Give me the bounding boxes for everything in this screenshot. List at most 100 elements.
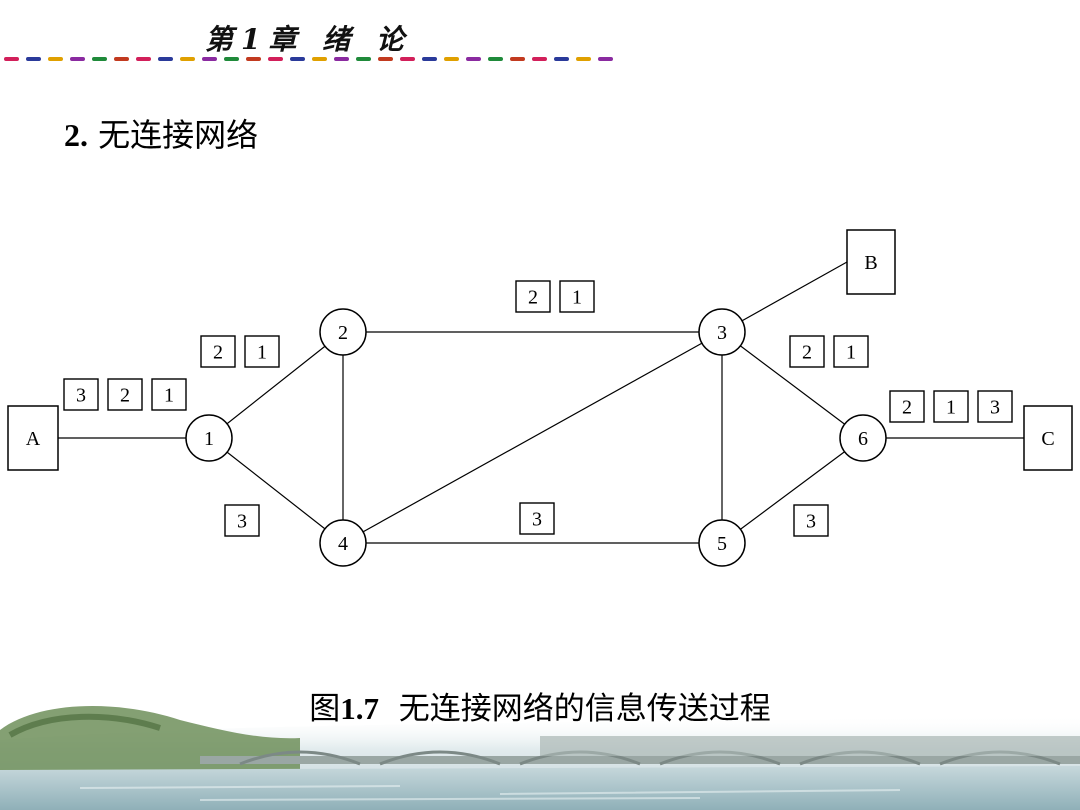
packet-group-a-1: 3 2 1 [63, 378, 187, 411]
packet-label: 3 [532, 509, 542, 531]
dash-segment [246, 57, 261, 61]
dash-segment [268, 57, 283, 61]
packet-box [63, 378, 99, 411]
packet-label: 1 [257, 342, 267, 364]
host-a: A [7, 405, 59, 471]
packet-box [933, 390, 969, 423]
link-3-B [721, 261, 848, 333]
packet-box [515, 280, 551, 313]
dash-segment [202, 57, 217, 61]
packet-label: 1 [846, 342, 856, 364]
dash-segment [532, 57, 547, 61]
caption-prefix: 图 [309, 691, 341, 727]
packet-box [151, 378, 187, 411]
dash-segment [114, 57, 129, 61]
host-c: C [1023, 405, 1073, 471]
router-node-1: 1 [185, 414, 233, 462]
host-label: B [864, 252, 877, 274]
packet-box [224, 504, 260, 537]
router-node-4: 4 [319, 519, 367, 567]
packet-label: 2 [213, 342, 223, 364]
link-1-4 [208, 437, 344, 544]
decorative-dash-line [4, 57, 613, 61]
dash-segment [312, 57, 327, 61]
dash-segment [488, 57, 503, 61]
node-label: 1 [204, 428, 214, 450]
packet-box [793, 504, 829, 537]
packet-group-5-6: 3 [793, 504, 829, 537]
packet-group-6-c: 2 1 3 [889, 390, 1013, 423]
dash-segment [224, 57, 239, 61]
packet-label: 1 [164, 385, 174, 407]
dash-segment [136, 57, 151, 61]
router-node-3: 3 [698, 308, 746, 356]
packet-label: 1 [946, 397, 956, 419]
section-heading: 2. 无连接网络 [64, 110, 258, 156]
packet-box [244, 335, 280, 368]
dash-segment [444, 57, 459, 61]
node-label: 3 [717, 322, 727, 344]
hosts-layer: A B C [7, 229, 1073, 471]
dash-segment [554, 57, 569, 61]
dash-segment [158, 57, 173, 61]
dash-segment [92, 57, 107, 61]
packet-label: 2 [528, 287, 538, 309]
packet-group-1-4: 3 [224, 504, 260, 537]
chapter-title: 第1章 绪 论 [205, 23, 412, 56]
packet-label: 1 [572, 287, 582, 309]
packet-group-4-5: 3 [519, 502, 555, 535]
caption-number: 1.7 [340, 691, 380, 726]
packet-label: 3 [237, 511, 247, 533]
packet-label: 2 [120, 385, 130, 407]
section-title: 无连接网络 [98, 116, 259, 154]
dash-segment [70, 57, 85, 61]
packet-label: 3 [76, 385, 86, 407]
packet-label: 2 [902, 397, 912, 419]
packet-box [200, 335, 236, 368]
packet-box [977, 390, 1013, 423]
node-label: 5 [717, 533, 727, 555]
dash-segment [290, 57, 305, 61]
dash-segment [510, 57, 525, 61]
caption-text: 无连接网络的信息传送过程 [398, 691, 771, 727]
link-5-6 [721, 437, 864, 544]
packet-label: 2 [802, 342, 812, 364]
links-layer [58, 261, 1024, 544]
packet-label: 3 [990, 397, 1000, 419]
dash-segment [356, 57, 371, 61]
dash-segment [4, 57, 19, 61]
link-4-3 [342, 331, 723, 544]
figure-caption: 图1.7 无连接网络的信息传送过程 [0, 683, 1080, 728]
node-label: 2 [338, 322, 348, 344]
packet-box [559, 280, 595, 313]
host-b: B [846, 229, 896, 295]
dash-segment [400, 57, 415, 61]
nodes-layer: 1 2 3 4 5 6 [185, 308, 887, 567]
section-number: 2. [64, 117, 88, 153]
packet-box [833, 335, 869, 368]
dash-segment [598, 57, 613, 61]
router-node-2: 2 [319, 308, 367, 356]
packet-label: 3 [806, 511, 816, 533]
host-label: C [1041, 428, 1054, 450]
link-1-2 [208, 331, 344, 439]
dash-segment [26, 57, 41, 61]
node-label: 6 [858, 428, 868, 450]
dash-segment [576, 57, 591, 61]
dash-segment [378, 57, 393, 61]
router-node-6: 6 [839, 414, 887, 462]
router-node-5: 5 [698, 519, 746, 567]
host-label: A [26, 428, 41, 450]
packet-box [519, 502, 555, 535]
dash-segment [422, 57, 437, 61]
dash-segment [48, 57, 63, 61]
packet-box [789, 335, 825, 368]
node-label: 4 [338, 533, 348, 555]
dash-segment [180, 57, 195, 61]
